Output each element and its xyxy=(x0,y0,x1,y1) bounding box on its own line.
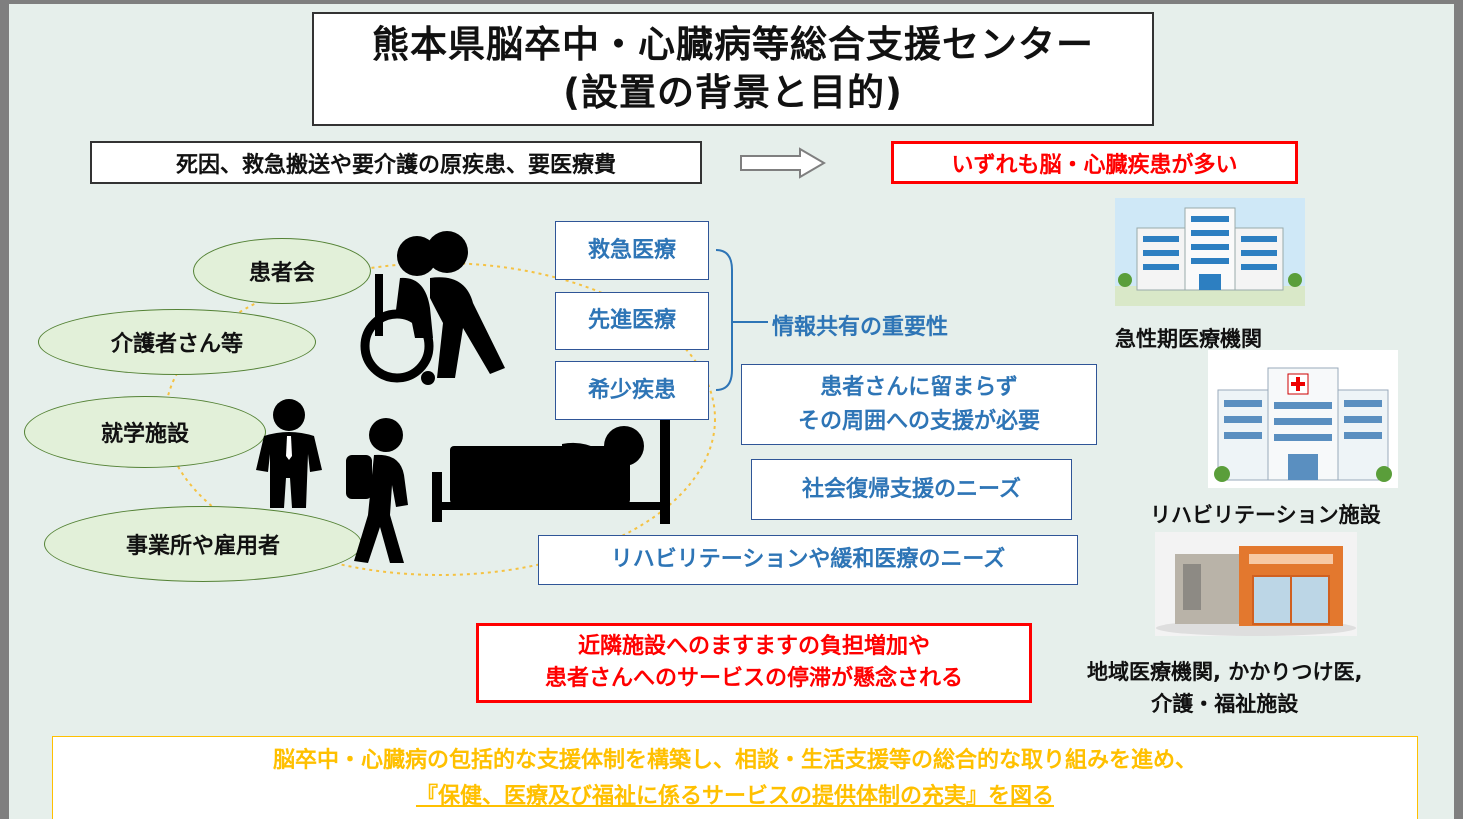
concern-box: 近隣施設へのますますの負担増加や 患者さんへのサービスの停滞が懸念される xyxy=(476,623,1032,703)
clinic-building-icon xyxy=(1155,532,1357,636)
result-box: いずれも脳・心臓疾患が多い xyxy=(891,141,1298,184)
facility-regional-line-2: 介護・福祉施設 xyxy=(1151,692,1299,716)
group-schools: 就学施設 xyxy=(24,396,266,468)
right-arrow-icon xyxy=(740,147,826,179)
facility-acute-label: 急性期医療機関 xyxy=(1115,327,1262,351)
goal-line-2: 『保健、医療及び福祉に係るサービスの提供体制の充実』を図る xyxy=(415,784,1054,809)
concern-line-1: 近隣施設へのますますの負担増加や xyxy=(577,634,930,659)
student-backpack-icon xyxy=(346,418,408,563)
title-line-1: 熊本県脳卒中・心臓病等総合支援センター xyxy=(372,23,1094,66)
needs-surrounding-box: 患者さんに留まらず その周囲への支援が必要 xyxy=(741,364,1097,445)
patient-in-bed-icon xyxy=(432,420,670,524)
needs-rehab-palliative: リハビリテーションや緩和医療のニーズ xyxy=(538,535,1078,585)
info-sharing-label: 情報共有の重要性 xyxy=(772,315,949,340)
concern-line-2: 患者さんへのサービスの停滞が懸念される xyxy=(544,666,963,691)
businessperson-icon xyxy=(256,399,322,508)
page-title: 熊本県脳卒中・心臓病等総合支援センター (設置の背景と目的) xyxy=(312,12,1154,126)
group-patient-association: 患者会 xyxy=(193,238,371,304)
rehab-hospital-icon xyxy=(1208,350,1398,488)
bracket-connector xyxy=(715,249,768,391)
goal-box: 脳卒中・心臓病の包括的な支援体制を構築し、相談・生活支援等の総合的な取り組みを進… xyxy=(52,736,1418,819)
support-network-circle xyxy=(164,262,716,576)
title-line-2: (設置の背景と目的) xyxy=(563,71,903,114)
field-advanced: 先進医療 xyxy=(555,292,709,350)
wheelchair-caregiver-icon xyxy=(360,231,505,385)
needs-surrounding-line-1: 患者さんに留まらず xyxy=(820,374,1018,400)
needs-surrounding-line-2: その周囲への支援が必要 xyxy=(797,408,1040,434)
hospital-building-icon xyxy=(1115,198,1305,306)
group-caregivers: 介護者さん等 xyxy=(38,309,316,375)
field-emergency: 救急医療 xyxy=(555,221,709,280)
needs-social-return: 社会復帰支援のニーズ xyxy=(751,459,1072,520)
facility-regional-label: 地域医療機関, かかりつけ医, 介護・福祉施設 xyxy=(1087,656,1362,720)
facility-regional-line-1: 地域医療機関, かかりつけ医, xyxy=(1087,660,1363,684)
group-employers: 事業所や雇用者 xyxy=(44,506,362,582)
field-rare: 希少疾患 xyxy=(555,361,709,420)
facility-rehab-label: リハビリテーション施設 xyxy=(1150,503,1381,527)
goal-line-1: 脳卒中・心臓病の包括的な支援体制を構築し、相談・生活支援等の総合的な取り組みを進… xyxy=(272,748,1197,773)
causes-box: 死因、救急搬送や要介護の原疾患、要医療費 xyxy=(90,141,702,184)
